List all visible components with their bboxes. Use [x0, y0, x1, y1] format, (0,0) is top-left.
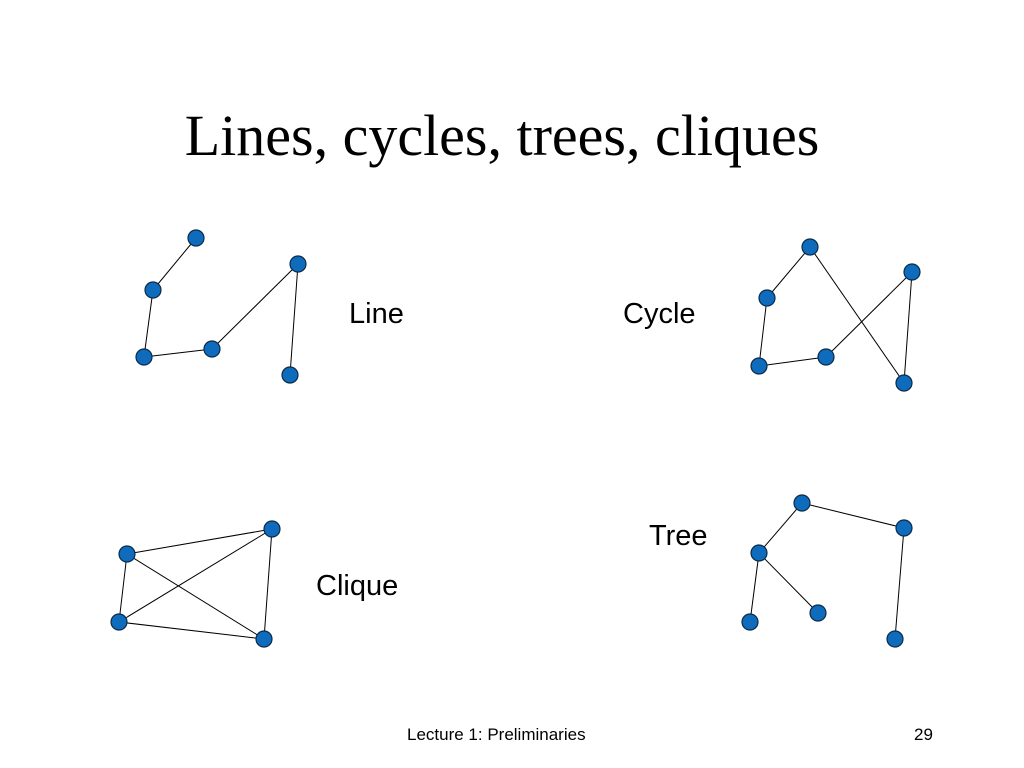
- line-node-0: [187, 229, 205, 247]
- graph-cycle: [750, 238, 921, 392]
- footer-lecture-title: Lecture 1: Preliminaries: [407, 725, 586, 744]
- line-node-5: [281, 366, 299, 384]
- line-node-4: [289, 255, 307, 273]
- cycle-node-1: [758, 289, 776, 307]
- tree-edge-4: [894, 527, 905, 640]
- tree-node-3: [741, 613, 759, 631]
- cycle-edge-5: [809, 246, 905, 384]
- cycle-edge-0: [766, 246, 811, 299]
- line-edge-1: [143, 289, 154, 358]
- footer-page-number: 29: [914, 725, 933, 744]
- clique-edge-3: [118, 528, 273, 623]
- tree-node-1: [895, 519, 913, 537]
- tree-edge-1: [758, 502, 803, 554]
- tree-edge-0: [801, 502, 905, 529]
- cycle-node-4: [903, 263, 921, 281]
- graph-clique: [110, 520, 281, 648]
- cycle-edge-1: [758, 297, 768, 367]
- line-node-1: [144, 281, 162, 299]
- line-edge-0: [152, 237, 197, 291]
- line-edge-3: [211, 263, 299, 350]
- clique-edge-0: [126, 528, 273, 555]
- cycle-edge-3: [825, 271, 913, 358]
- line-node-3: [203, 340, 221, 358]
- cycle-edge-2: [758, 356, 827, 367]
- graph-line: [135, 229, 307, 384]
- cycle-node-0: [801, 238, 819, 256]
- graph-label-cycle: Cycle: [623, 298, 696, 330]
- line-edge-4: [289, 263, 299, 376]
- slide-title: Lines, cycles, trees, cliques: [184, 103, 820, 168]
- clique-edge-5: [118, 621, 265, 640]
- tree-edge-2: [749, 552, 760, 623]
- tree-node-0: [793, 494, 811, 512]
- clique-node-1: [263, 520, 281, 538]
- tree-node-4: [809, 604, 827, 622]
- cycle-edge-4: [903, 271, 913, 384]
- line-node-2: [135, 348, 153, 366]
- clique-node-2: [110, 613, 128, 631]
- clique-node-3: [255, 630, 273, 648]
- clique-edge-1: [118, 553, 128, 623]
- tree-edge-3: [758, 552, 819, 614]
- tree-node-2: [750, 544, 768, 562]
- clique-edge-4: [263, 528, 273, 640]
- cycle-node-2: [750, 357, 768, 375]
- clique-edge-2: [126, 553, 265, 640]
- graph-label-tree: Tree: [649, 520, 708, 552]
- graph-label-clique: Clique: [316, 570, 399, 602]
- tree-node-5: [886, 630, 904, 648]
- cycle-node-5: [895, 374, 913, 392]
- graph-label-line: Line: [349, 298, 404, 330]
- clique-node-0: [118, 545, 136, 563]
- cycle-node-3: [817, 348, 835, 366]
- line-edge-2: [143, 348, 213, 358]
- graph-tree: [741, 494, 913, 648]
